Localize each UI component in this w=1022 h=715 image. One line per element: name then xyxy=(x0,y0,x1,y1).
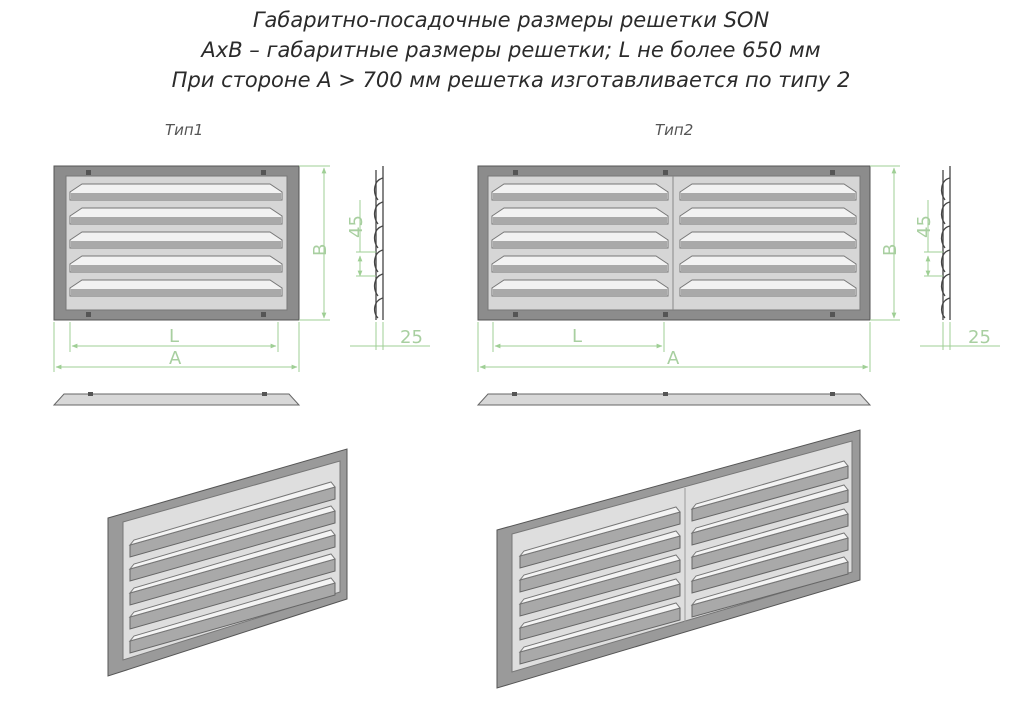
type2-pitch-dim-label: 45 xyxy=(914,215,935,238)
iso-louver-top xyxy=(518,554,681,605)
type1-screw xyxy=(86,312,91,317)
type1-isometric-view xyxy=(107,448,348,677)
iso-louver-top xyxy=(518,530,681,581)
louver-slat xyxy=(71,241,281,248)
type2-louvers xyxy=(491,183,857,297)
iso-louver-top xyxy=(518,578,681,629)
type1-depth-dim-label: 25 xyxy=(400,327,423,348)
type2-dimensions xyxy=(477,165,900,372)
type2-top-view xyxy=(476,392,872,406)
type1-screw xyxy=(261,312,266,317)
type2-louver-length-dim-label: L xyxy=(572,326,582,347)
iso-louver-top xyxy=(128,481,336,546)
louver-slat xyxy=(493,193,667,200)
type1-label: Тип1 xyxy=(165,121,204,139)
type1-side-profile xyxy=(373,166,384,320)
iso-louver-top xyxy=(128,577,336,642)
type2-front-view xyxy=(477,165,871,321)
iso-louver-top xyxy=(518,506,681,557)
type1-width-dim-label: A xyxy=(169,348,182,369)
type2-depth-dim-label: 25 xyxy=(968,327,991,348)
type1-front-view xyxy=(53,165,300,321)
iso-louver-top xyxy=(128,529,336,594)
type1-louvers xyxy=(69,183,283,297)
type1-height-dim-label: B xyxy=(310,244,331,256)
title-line-2: AxB – габаритные размеры решетки; L не б… xyxy=(201,38,821,62)
louver-slat xyxy=(493,289,667,296)
louver-slat xyxy=(681,289,855,296)
iso-louver-top xyxy=(690,484,849,534)
iso-louver-top xyxy=(128,505,336,570)
type1-top-view xyxy=(52,392,301,406)
louver-slat xyxy=(493,217,667,224)
type1-screw xyxy=(86,170,91,175)
louver-slat xyxy=(681,193,855,200)
type1-louver-length-dim-label: L xyxy=(169,326,179,347)
type1-iso-louvers xyxy=(128,481,336,654)
louver-slat xyxy=(493,241,667,248)
type1-screw xyxy=(261,170,266,175)
iso-louver-top xyxy=(128,553,336,618)
louver-slat xyxy=(71,265,281,272)
type1-dimensions xyxy=(53,165,330,372)
type1-pitch-dim-label: 45 xyxy=(346,215,367,238)
title-line-1: Габаритно-посадочные размеры решетки SON xyxy=(252,8,770,32)
title-line-3: При стороне A > 700 мм решетка изготавли… xyxy=(171,68,851,92)
iso-louver-top xyxy=(690,508,849,558)
iso-louver-top xyxy=(690,556,849,606)
louver-slat xyxy=(71,217,281,224)
louver-slat xyxy=(493,265,667,272)
iso-louver-top xyxy=(518,602,681,653)
type2-height-dim-label: B xyxy=(880,244,901,256)
iso-louver-top xyxy=(690,460,849,510)
louver-slat xyxy=(681,265,855,272)
louver-slat xyxy=(71,289,281,296)
louver-slat xyxy=(71,193,281,200)
louver-slat xyxy=(681,217,855,224)
type2-side-profile xyxy=(940,166,951,320)
type2-isometric-view xyxy=(496,429,861,689)
louver-slat xyxy=(681,241,855,248)
type2-iso-louvers xyxy=(518,460,849,665)
type2-label: Тип2 xyxy=(655,121,694,139)
iso-louver-top xyxy=(690,532,849,582)
type2-width-dim-label: A xyxy=(667,348,680,369)
